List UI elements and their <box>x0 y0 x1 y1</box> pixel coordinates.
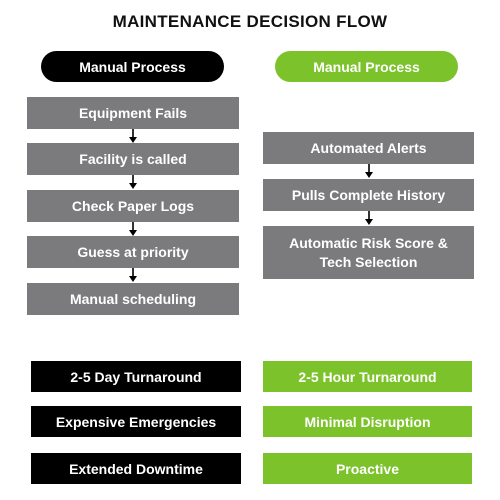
left-step-equipment-fails: Equipment Fails <box>27 97 239 129</box>
page-title: MAINTENANCE DECISION FLOW <box>112 12 388 31</box>
down-arrow-icon <box>128 175 138 189</box>
left-step-manual-scheduling: Manual scheduling <box>27 283 239 315</box>
left-outcome-turnaround: 2-5 Day Turnaround <box>31 361 241 392</box>
left-step-guess-priority: Guess at priority <box>27 236 239 268</box>
down-arrow-icon <box>128 129 138 143</box>
right-outcome-turnaround: 2-5 Hour Turnaround <box>263 361 472 392</box>
left-step-facility-called: Facility is called <box>27 143 239 175</box>
right-column-header: Manual Process <box>275 51 458 82</box>
right-step-automated-alerts: Automated Alerts <box>263 132 474 164</box>
down-arrow-icon <box>364 211 374 225</box>
left-outcome-downtime: Extended Downtime <box>31 453 241 484</box>
left-outcome-emergencies: Expensive Emergencies <box>31 406 241 437</box>
down-arrow-icon <box>128 268 138 282</box>
down-arrow-icon <box>364 164 374 178</box>
right-outcome-proactive: Proactive <box>263 453 472 484</box>
down-arrow-icon <box>128 222 138 236</box>
left-step-check-paper-logs: Check Paper Logs <box>27 190 239 222</box>
right-step-pulls-history: Pulls Complete History <box>263 179 474 211</box>
right-outcome-disruption: Minimal Disruption <box>263 406 472 437</box>
right-step-risk-score: Automatic Risk Score & Tech Selection <box>263 226 474 279</box>
left-column-header: Manual Process <box>41 51 224 82</box>
